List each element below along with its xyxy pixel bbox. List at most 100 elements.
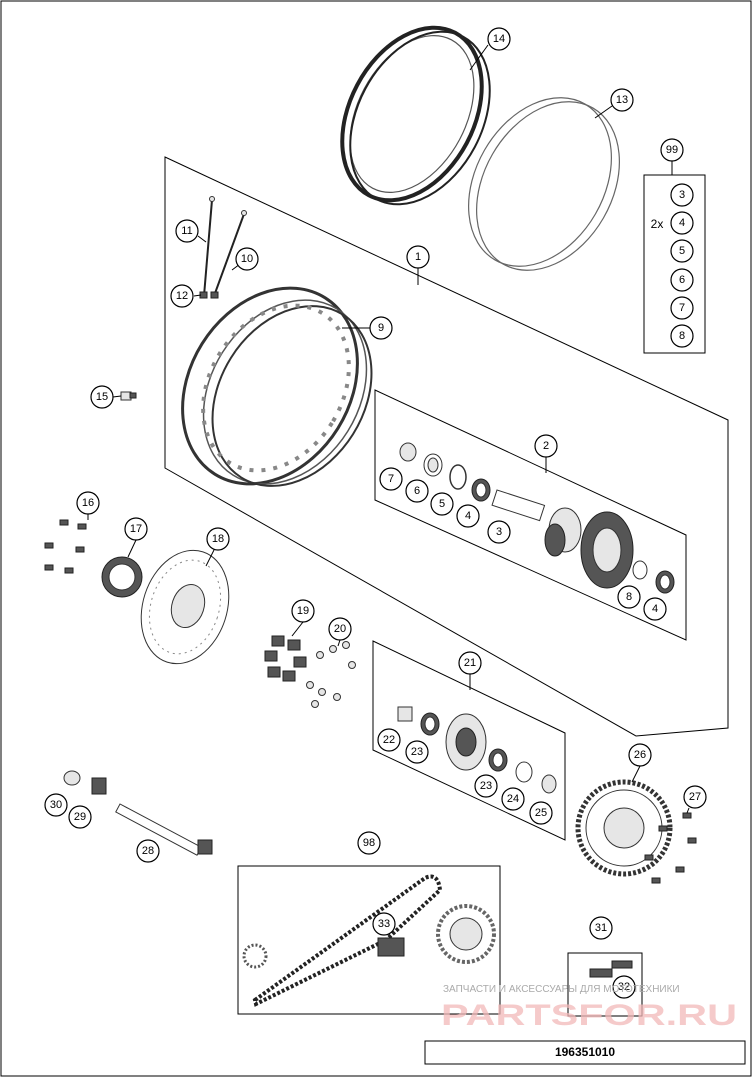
sensor-ring-part — [101, 556, 143, 598]
sprocket-bolts-part — [644, 812, 697, 884]
callout-1: 1 — [406, 245, 430, 269]
callout-26: 26 — [628, 743, 652, 767]
sprocket-carrier-part — [397, 706, 557, 794]
callout-label-17: 17 — [130, 523, 142, 535]
assembly-outline-31 — [567, 952, 643, 1017]
callout-label-98: 98 — [363, 837, 375, 849]
leader-lines — [87, 44, 690, 814]
callout-label-21: 21 — [464, 657, 476, 669]
callout-23b: 23 — [474, 774, 498, 798]
kit-99-multiplier: 2x — [651, 217, 664, 231]
callout-23a: 23 — [405, 740, 429, 764]
callout-label-9: 9 — [378, 322, 384, 334]
callout-14: 14 — [487, 27, 511, 51]
callout-label-7: 7 — [388, 473, 394, 485]
callout-9: 9 — [369, 316, 393, 340]
callout-15: 15 — [90, 385, 114, 409]
callout-label-33: 33 — [378, 918, 390, 930]
callout-label-5: 5 — [439, 498, 445, 510]
callout-32: 32 — [612, 975, 636, 999]
callout-30: 30 — [44, 793, 68, 817]
callout-16: 16 — [76, 491, 100, 515]
assembly-outline-1 — [164, 156, 729, 737]
callout-label-16: 16 — [82, 497, 94, 509]
rear-sprocket-part — [575, 779, 673, 877]
callout-label-24: 24 — [507, 793, 519, 805]
callout-5: 5 — [430, 492, 454, 516]
callout-7: 7 — [379, 467, 403, 491]
callout-25: 25 — [529, 801, 553, 825]
callout-31: 31 — [589, 916, 613, 940]
brake-disc-part — [140, 549, 230, 665]
callout-10: 10 — [235, 247, 259, 271]
damper-part — [264, 635, 307, 682]
callout-6: 6 — [405, 479, 429, 503]
callout-label-19: 19 — [297, 605, 309, 617]
callout-33: 33 — [372, 912, 396, 936]
callout-label-99: 99 — [666, 144, 678, 156]
kit-99-item: 5 — [679, 245, 685, 257]
callout-label-6: 6 — [414, 485, 420, 497]
nut-part — [306, 641, 356, 708]
callout-label-4: 4 — [652, 603, 658, 615]
callout-label-18: 18 — [212, 533, 224, 545]
callout-20: 20 — [328, 617, 352, 641]
kit-99-item: 7 — [679, 302, 685, 314]
callout-27: 27 — [683, 785, 707, 809]
brake-disc-bolts-part — [44, 519, 87, 574]
callout-label-12: 12 — [176, 290, 188, 302]
chain-adjuster-part — [91, 777, 107, 795]
kit-99-item: 6 — [679, 274, 685, 286]
callout-label-25: 25 — [535, 807, 547, 819]
callout-29: 29 — [68, 805, 92, 829]
callout-label-26: 26 — [634, 749, 646, 761]
callout-28: 28 — [136, 839, 160, 863]
callout-label-22: 22 — [383, 734, 395, 746]
callout-label-14: 14 — [493, 33, 505, 45]
kit-99-item: 4 — [679, 217, 685, 229]
hub-part — [491, 489, 634, 589]
callout-label-13: 13 — [616, 94, 628, 106]
assembly-outline-98 — [237, 865, 501, 1015]
assembly-outline-2 — [374, 389, 687, 641]
callout-17: 17 — [124, 517, 148, 541]
watermark-tagline: ЗАПЧАСТИ И АКСЕССУАРЫ ДЛЯ МОТОТЕХНИКИ — [443, 984, 680, 995]
callout-label-30: 30 — [50, 799, 62, 811]
kit-99-box — [643, 174, 706, 354]
callout-19: 19 — [291, 599, 315, 623]
spoke-part — [203, 196, 247, 297]
callout-label-4: 4 — [465, 510, 471, 522]
callout-label-2: 2 — [543, 440, 549, 452]
callout-label-3: 3 — [496, 526, 502, 538]
callout-13: 13 — [610, 88, 634, 112]
callout-label-28: 28 — [142, 845, 154, 857]
callout-label-8: 8 — [626, 591, 632, 603]
callout-label-23: 23 — [411, 746, 423, 758]
callout-98: 98 — [357, 831, 381, 855]
callout-4b: 4 — [643, 597, 667, 621]
callout-18: 18 — [206, 527, 230, 551]
callout-11: 11 — [175, 219, 199, 243]
chain-joint-part — [589, 960, 633, 978]
callout-label-20: 20 — [334, 623, 346, 635]
callout-2: 2 — [534, 434, 558, 458]
callout-label-29: 29 — [74, 811, 86, 823]
callout-24: 24 — [501, 787, 525, 811]
hub-bearings-parts — [399, 442, 675, 594]
callout-21: 21 — [458, 651, 482, 675]
rim-tape-part — [468, 97, 620, 271]
kit-99-item: 8 — [679, 330, 685, 342]
callout-label-23: 23 — [480, 780, 492, 792]
callout-22: 22 — [377, 728, 401, 752]
callout-99: 99 — [660, 138, 684, 162]
callout-label-27: 27 — [689, 791, 701, 803]
callout-3: 3 — [487, 520, 511, 544]
callout-8: 8 — [617, 585, 641, 609]
kit-99-item: 3 — [679, 189, 685, 201]
watermark-logo-text: PARTSFOR.RU — [441, 999, 737, 1032]
valve-part — [120, 391, 137, 401]
callout-label-31: 31 — [595, 922, 607, 934]
nipple-part — [199, 291, 219, 299]
